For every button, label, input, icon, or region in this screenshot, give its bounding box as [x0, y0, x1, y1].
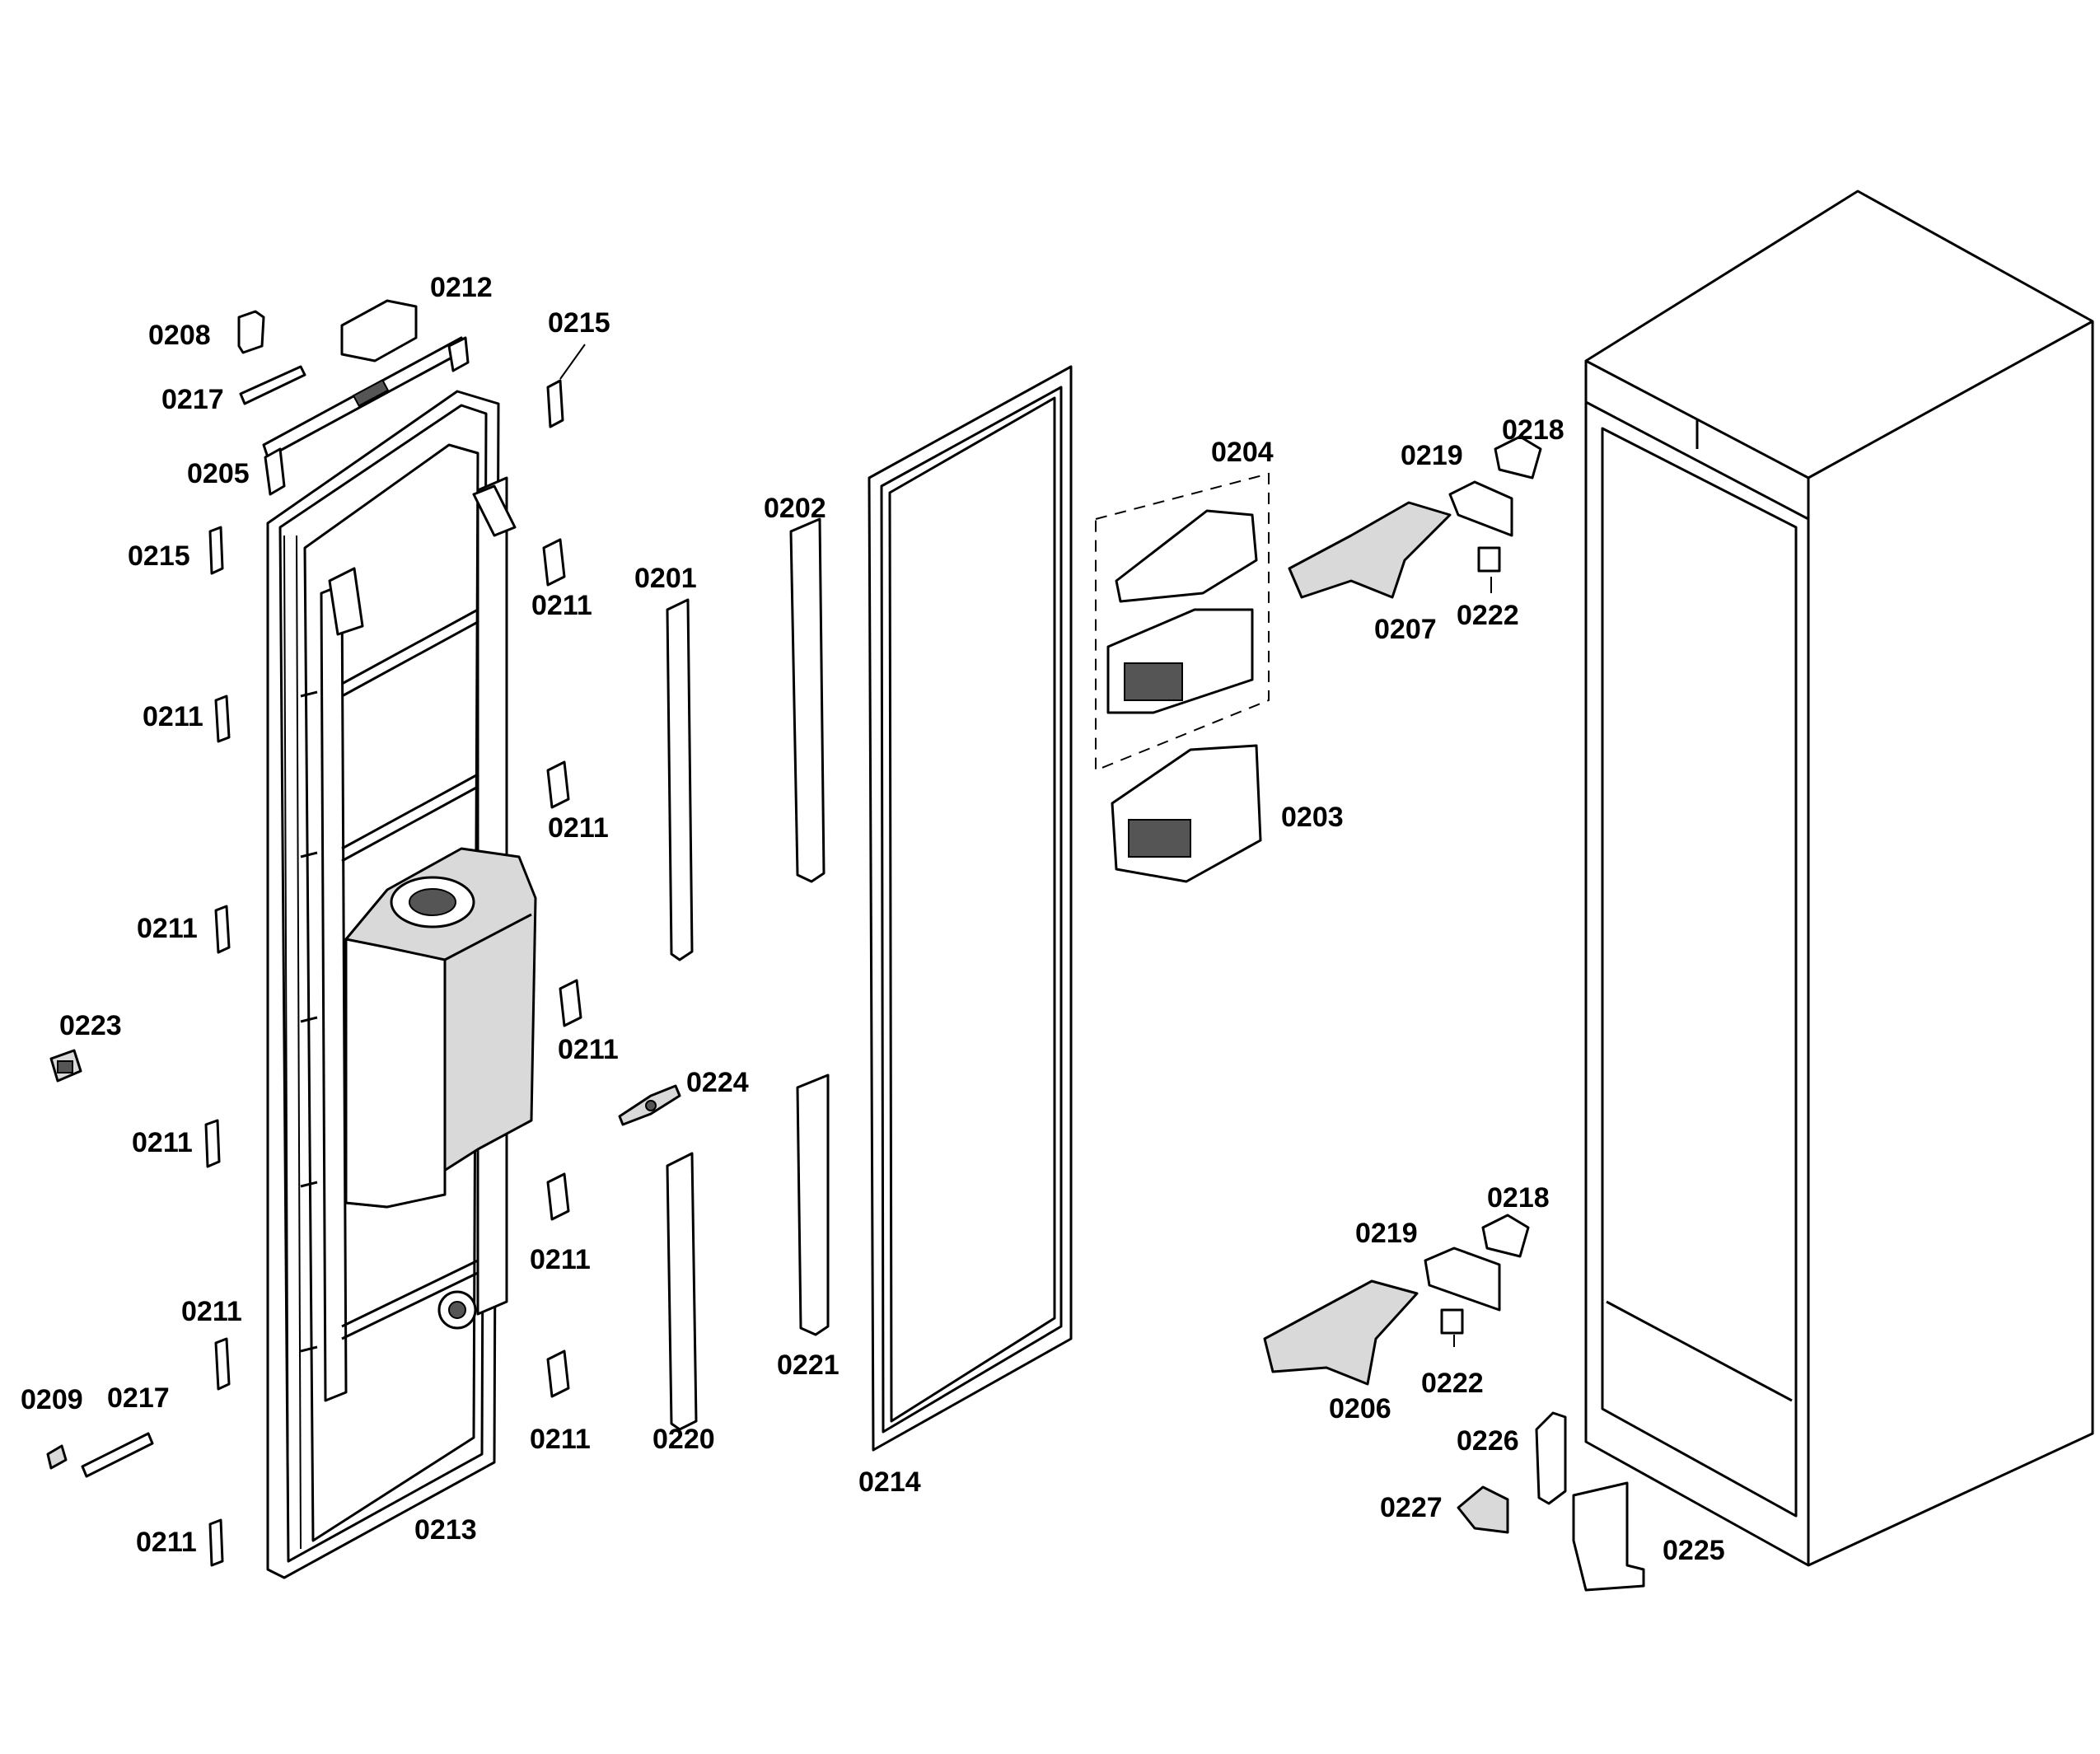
hinge-0206 [1263, 1279, 1419, 1386]
callout-0208: 0208 [148, 320, 211, 351]
callout-0220: 0220 [652, 1424, 715, 1455]
plate-0219-top [1448, 480, 1513, 537]
bracket-0218-top [1494, 435, 1542, 479]
callout-0211-3: 0211 [548, 812, 609, 844]
plate-0219-bottom [1424, 1247, 1501, 1312]
bracket-0225 [1572, 1481, 1645, 1592]
callout-0201: 0201 [634, 563, 697, 594]
callout-0211-5: 0211 [558, 1034, 619, 1065]
cover-cap-0212 [340, 299, 418, 362]
callout-0226: 0226 [1457, 1425, 1519, 1457]
callout-0213: 0213 [414, 1514, 477, 1546]
callout-0222-b: 0222 [1421, 1368, 1484, 1399]
bracket-0226 [1535, 1411, 1567, 1505]
plate-0224 [618, 1084, 681, 1126]
callout-0218-a: 0218 [1502, 414, 1564, 446]
callout-0211-8: 0211 [181, 1296, 242, 1327]
clips-0211-0215 [204, 379, 582, 1567]
callout-0211-2: 0211 [143, 701, 203, 732]
callout-0215-a: 0215 [548, 307, 610, 339]
callout-0202: 0202 [764, 493, 826, 524]
leader-lines [559, 344, 1492, 1347]
callout-0225: 0225 [1663, 1535, 1725, 1566]
callout-0209: 0209 [21, 1384, 83, 1415]
callout-0215-b: 0215 [128, 540, 190, 572]
callout-0211-10: 0211 [136, 1527, 197, 1558]
callout-0212: 0212 [430, 272, 493, 303]
plate-0222-bottom [1440, 1308, 1464, 1335]
door-gasket-0214 [868, 365, 1073, 1452]
callout-0223: 0223 [59, 1010, 122, 1041]
hinge-0207 [1288, 501, 1452, 599]
callout-0204: 0204 [1211, 437, 1274, 468]
callout-0217-a: 0217 [161, 384, 224, 415]
clip-0208 [237, 310, 265, 354]
door-bar-0221 [796, 1073, 830, 1336]
bracket-0218-bottom [1481, 1214, 1530, 1258]
callout-0222-a: 0222 [1457, 600, 1519, 631]
callout-0218-b: 0218 [1487, 1182, 1550, 1214]
clip-0209 [46, 1444, 68, 1470]
plate-0222-top [1477, 546, 1501, 573]
door-bar-0202 [789, 517, 826, 883]
callout-0214: 0214 [858, 1466, 921, 1498]
door-liner-0213 [266, 390, 537, 1579]
refrigerator-cabinet [1584, 189, 2094, 1567]
basket-assembly-0204 [1095, 472, 1270, 772]
strip-0217-top [239, 365, 306, 405]
callout-0227: 0227 [1380, 1492, 1443, 1523]
callout-0207: 0207 [1374, 614, 1437, 645]
callout-0219-a: 0219 [1401, 440, 1463, 471]
callout-0211-4: 0211 [137, 913, 198, 944]
callout-0219-b: 0219 [1355, 1218, 1418, 1249]
callout-0211-7: 0211 [530, 1244, 591, 1275]
basket-0203 [1111, 744, 1262, 883]
strip-0217-bottom [81, 1432, 154, 1478]
callout-0224: 0224 [686, 1067, 749, 1098]
callout-0205: 0205 [187, 458, 250, 489]
knob-0223 [49, 1049, 82, 1083]
callout-0211-6: 0211 [132, 1127, 193, 1158]
bracket-0227 [1457, 1485, 1509, 1534]
callout-0211-9: 0211 [530, 1424, 591, 1455]
callout-0203: 0203 [1281, 802, 1344, 833]
callout-0221: 0221 [777, 1349, 840, 1381]
callout-0217-b: 0217 [107, 1382, 170, 1414]
hinge-bracket-0205 [262, 336, 470, 496]
door-bar-0201 [666, 598, 694, 961]
callout-0206: 0206 [1329, 1393, 1391, 1424]
door-bar-0220 [666, 1152, 698, 1431]
callout-0211-1: 0211 [531, 590, 592, 621]
